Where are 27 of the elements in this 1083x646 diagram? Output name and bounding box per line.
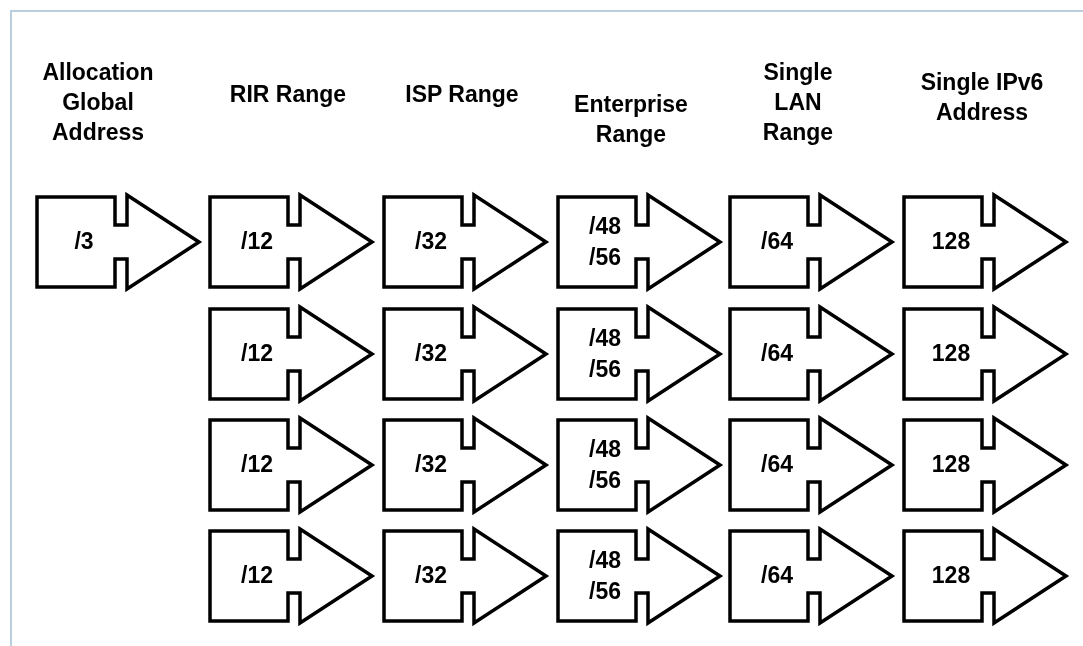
prefix-length: 128 [931, 561, 971, 591]
prefix-length: /32 [415, 450, 447, 480]
prefix-length: /48 /56 [588, 434, 622, 495]
prefix-length: 128 [931, 450, 971, 480]
prefix-length: /12 [241, 339, 273, 369]
prefix-length: /64 [761, 227, 793, 257]
column-heading: Single IPv6 Address [919, 68, 1045, 127]
prefix-length: /48 /56 [588, 323, 622, 384]
prefix-length: /3 [74, 227, 94, 257]
prefix-length: /32 [415, 339, 447, 369]
prefix-length: /12 [241, 450, 273, 480]
column-heading: Allocation Global Address [41, 58, 155, 147]
prefix-length: /48 /56 [588, 545, 622, 606]
prefix-length: /32 [415, 227, 447, 257]
prefix-length: /48 /56 [588, 211, 622, 272]
prefix-length: /64 [761, 339, 793, 369]
prefix-length: /64 [761, 450, 793, 480]
column-heading: Enterprise Range [573, 90, 689, 149]
prefix-length: /12 [241, 561, 273, 591]
prefix-length: 128 [931, 227, 971, 257]
prefix-length: /32 [415, 561, 447, 591]
prefix-length: /64 [761, 561, 793, 591]
prefix-length: 128 [931, 339, 971, 369]
prefix-length: /12 [241, 227, 273, 257]
column-heading: ISP Range [404, 80, 520, 109]
column-heading: Single LAN Range [761, 58, 835, 147]
column-heading: RIR Range [228, 80, 348, 109]
